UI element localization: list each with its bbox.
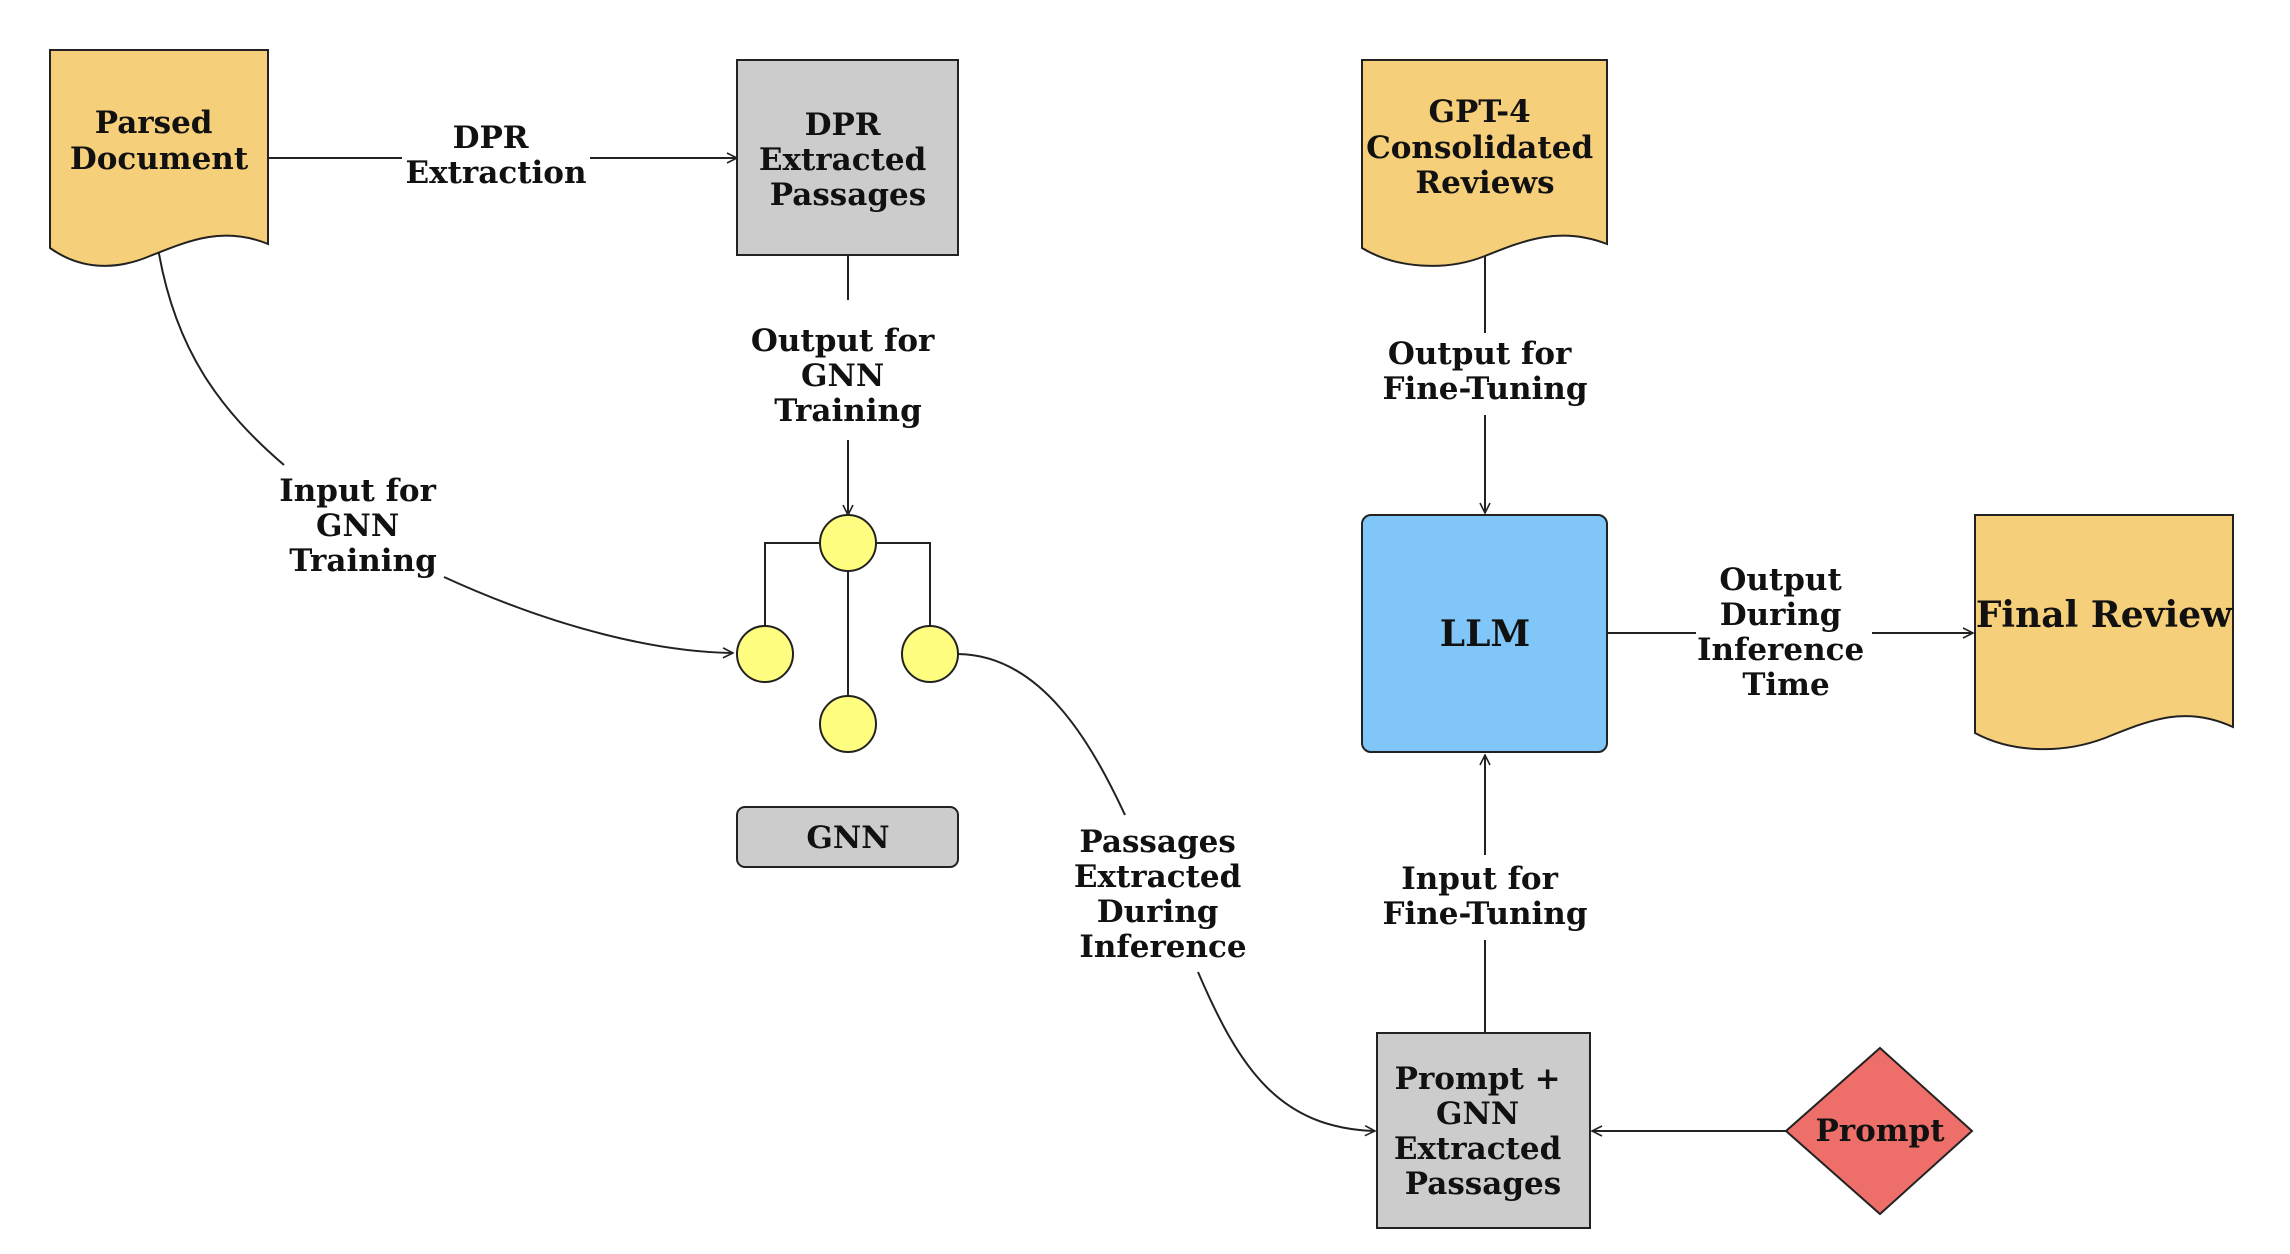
- prompt-gnn-line-3: Extracted: [1394, 1131, 1561, 1167]
- dpr-passages-line-2: Extracted: [759, 142, 926, 178]
- gpt4-reviews-shape: [1361, 59, 1608, 267]
- gnn-node-bottom: [819, 695, 877, 753]
- parsed-document-shape: [49, 49, 269, 267]
- output-gnn-training-line-1: Output for: [751, 323, 935, 359]
- prompt-gnn-line-2: GNN: [1436, 1096, 1519, 1132]
- parsed-document-line-2: Document: [70, 141, 249, 177]
- passages-inference-line-1: Passages: [1079, 824, 1235, 860]
- output-inference-time-line-3: Inference: [1697, 632, 1864, 668]
- prompt-gnn-line-1: Prompt +: [1395, 1061, 1561, 1097]
- output-inference-time-line-2: During: [1720, 597, 1842, 633]
- passages-inference-line-3: During: [1097, 894, 1219, 930]
- svg-text:Parsed Document: Parsed Document: [70, 105, 249, 177]
- gnn-label: GNN: [806, 820, 889, 856]
- gnn-tree-connectors: [764, 542, 931, 696]
- svg-text:Passages Extracted Dur: Passages Extracted During Inference: [1074, 824, 1252, 965]
- edge-input-gnn-training: [157, 247, 733, 653]
- output-gnn-training-line-3: Training: [774, 393, 922, 429]
- final-review-label: Final Review: [1976, 594, 2233, 636]
- gnn-node-top: [819, 514, 877, 572]
- gpt4-reviews-line-2: Consolidated: [1366, 130, 1593, 166]
- svg-text:GPT-4 Consolidated Rev: GPT-4 Consolidated Reviews: [1366, 94, 1604, 201]
- output-fine-tuning-line-1: Output for: [1388, 336, 1572, 372]
- svg-text:Output for Fine-Tuning: Output for Fine-Tuning: [1382, 336, 1587, 407]
- llm-label: LLM: [1440, 613, 1530, 655]
- input-gnn-training-line-1: Input for: [279, 473, 436, 509]
- dpr-extraction-line-2: Extraction: [405, 155, 586, 191]
- input-gnn-training-line-3: Training: [289, 543, 437, 579]
- edge-passages-inference: [957, 653, 1375, 1131]
- svg-text:Output During Inferenc: Output During Inference Time: [1697, 562, 1875, 703]
- gpt4-reviews-line-1: GPT-4: [1429, 94, 1531, 130]
- svg-text:Input for GNN Training: Input for GNN Training: [279, 473, 447, 579]
- svg-text:Prompt + GNN Extracted: Prompt + GNN Extracted Passages: [1394, 1061, 1572, 1202]
- input-fine-tuning-line-1: Input for: [1401, 861, 1558, 897]
- output-fine-tuning-line-2: Fine-Tuning: [1382, 371, 1587, 407]
- dpr-passages-line-1: DPR: [805, 107, 881, 143]
- dpr-passages-line-3: Passages: [770, 177, 926, 213]
- prompt-label: Prompt: [1815, 1113, 1945, 1149]
- prompt-gnn-line-4: Passages: [1405, 1166, 1561, 1202]
- llm-box: [1361, 514, 1608, 753]
- output-inference-time-line-4: Time: [1742, 667, 1829, 703]
- prompt-gnn-passages-box: [1376, 1032, 1591, 1229]
- gnn-node-right: [901, 625, 959, 683]
- gpt4-reviews-line-3: Reviews: [1415, 165, 1554, 201]
- svg-text:DPR Extracted Passages: DPR Extracted Passages: [759, 107, 937, 213]
- dpr-passages-box: [736, 59, 959, 256]
- dpr-extraction-line-1: DPR: [453, 120, 529, 156]
- input-fine-tuning-line-2: Fine-Tuning: [1382, 896, 1587, 932]
- gnn-label-box: [736, 806, 959, 868]
- prompt-diamond: [1784, 1046, 1974, 1216]
- gnn-node-left: [736, 625, 794, 683]
- input-gnn-training-line-2: GNN: [316, 508, 399, 544]
- final-review-shape: [1974, 514, 2234, 751]
- parsed-document-line-1: Parsed: [95, 105, 213, 141]
- passages-inference-line-4: Inference: [1079, 929, 1246, 965]
- output-gnn-training-line-2: GNN: [801, 358, 884, 394]
- passages-inference-line-2: Extracted: [1074, 859, 1241, 895]
- svg-text:Input for Fine-Tuning: Input for Fine-Tuning: [1382, 861, 1587, 932]
- svg-text:Output for GNN Trainin: Output for GNN Training: [751, 323, 945, 429]
- output-inference-time-line-1: Output: [1719, 562, 1842, 598]
- svg-text:DPR Extraction: DPR Extraction: [405, 120, 586, 191]
